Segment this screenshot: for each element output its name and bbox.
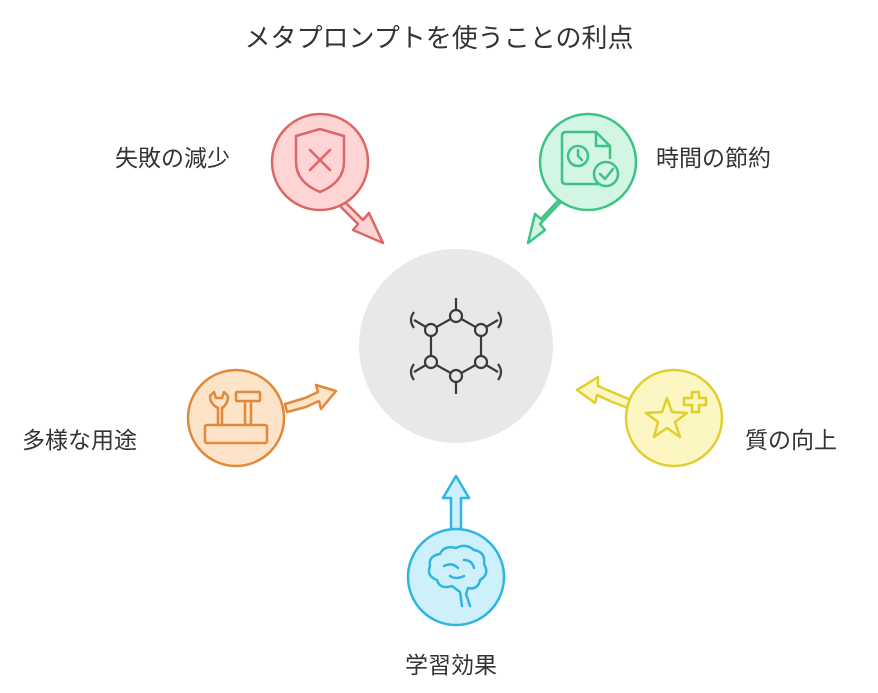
center-circle — [359, 249, 553, 443]
circle-versatility — [186, 368, 286, 468]
arrow-versatility — [283, 383, 338, 414]
benefit-node-quality-improvement — [575, 368, 724, 468]
label-learning-effect: 学習効果 — [405, 653, 497, 679]
benefit-node-fewer-failures — [270, 112, 385, 245]
benefit-node-time-saving — [526, 112, 638, 245]
circle-quality-improvement — [624, 368, 724, 468]
molecule-icon — [409, 298, 503, 394]
benefit-node-learning-effect — [406, 474, 506, 627]
benefit-node-versatility — [186, 368, 338, 468]
arrow-learning-effect — [441, 474, 471, 532]
label-versatility: 多様な用途 — [22, 428, 137, 454]
center-hub — [359, 249, 553, 443]
circle-time-saving — [538, 112, 638, 212]
brain-icon — [427, 544, 488, 608]
label-time-saving: 時間の節約 — [656, 146, 771, 172]
star-plus-icon — [644, 390, 708, 439]
diagram-title: メタプロンプトを使うことの利点 — [244, 24, 634, 54]
arrow-quality-improvement — [575, 375, 633, 410]
document-clock-check-icon — [560, 130, 620, 188]
label-quality-improvement: 質の向上 — [745, 428, 837, 454]
toolbox-icon — [203, 390, 269, 445]
label-fewer-failures: 失敗の減少 — [115, 146, 230, 172]
shield-x-icon — [294, 127, 346, 194]
